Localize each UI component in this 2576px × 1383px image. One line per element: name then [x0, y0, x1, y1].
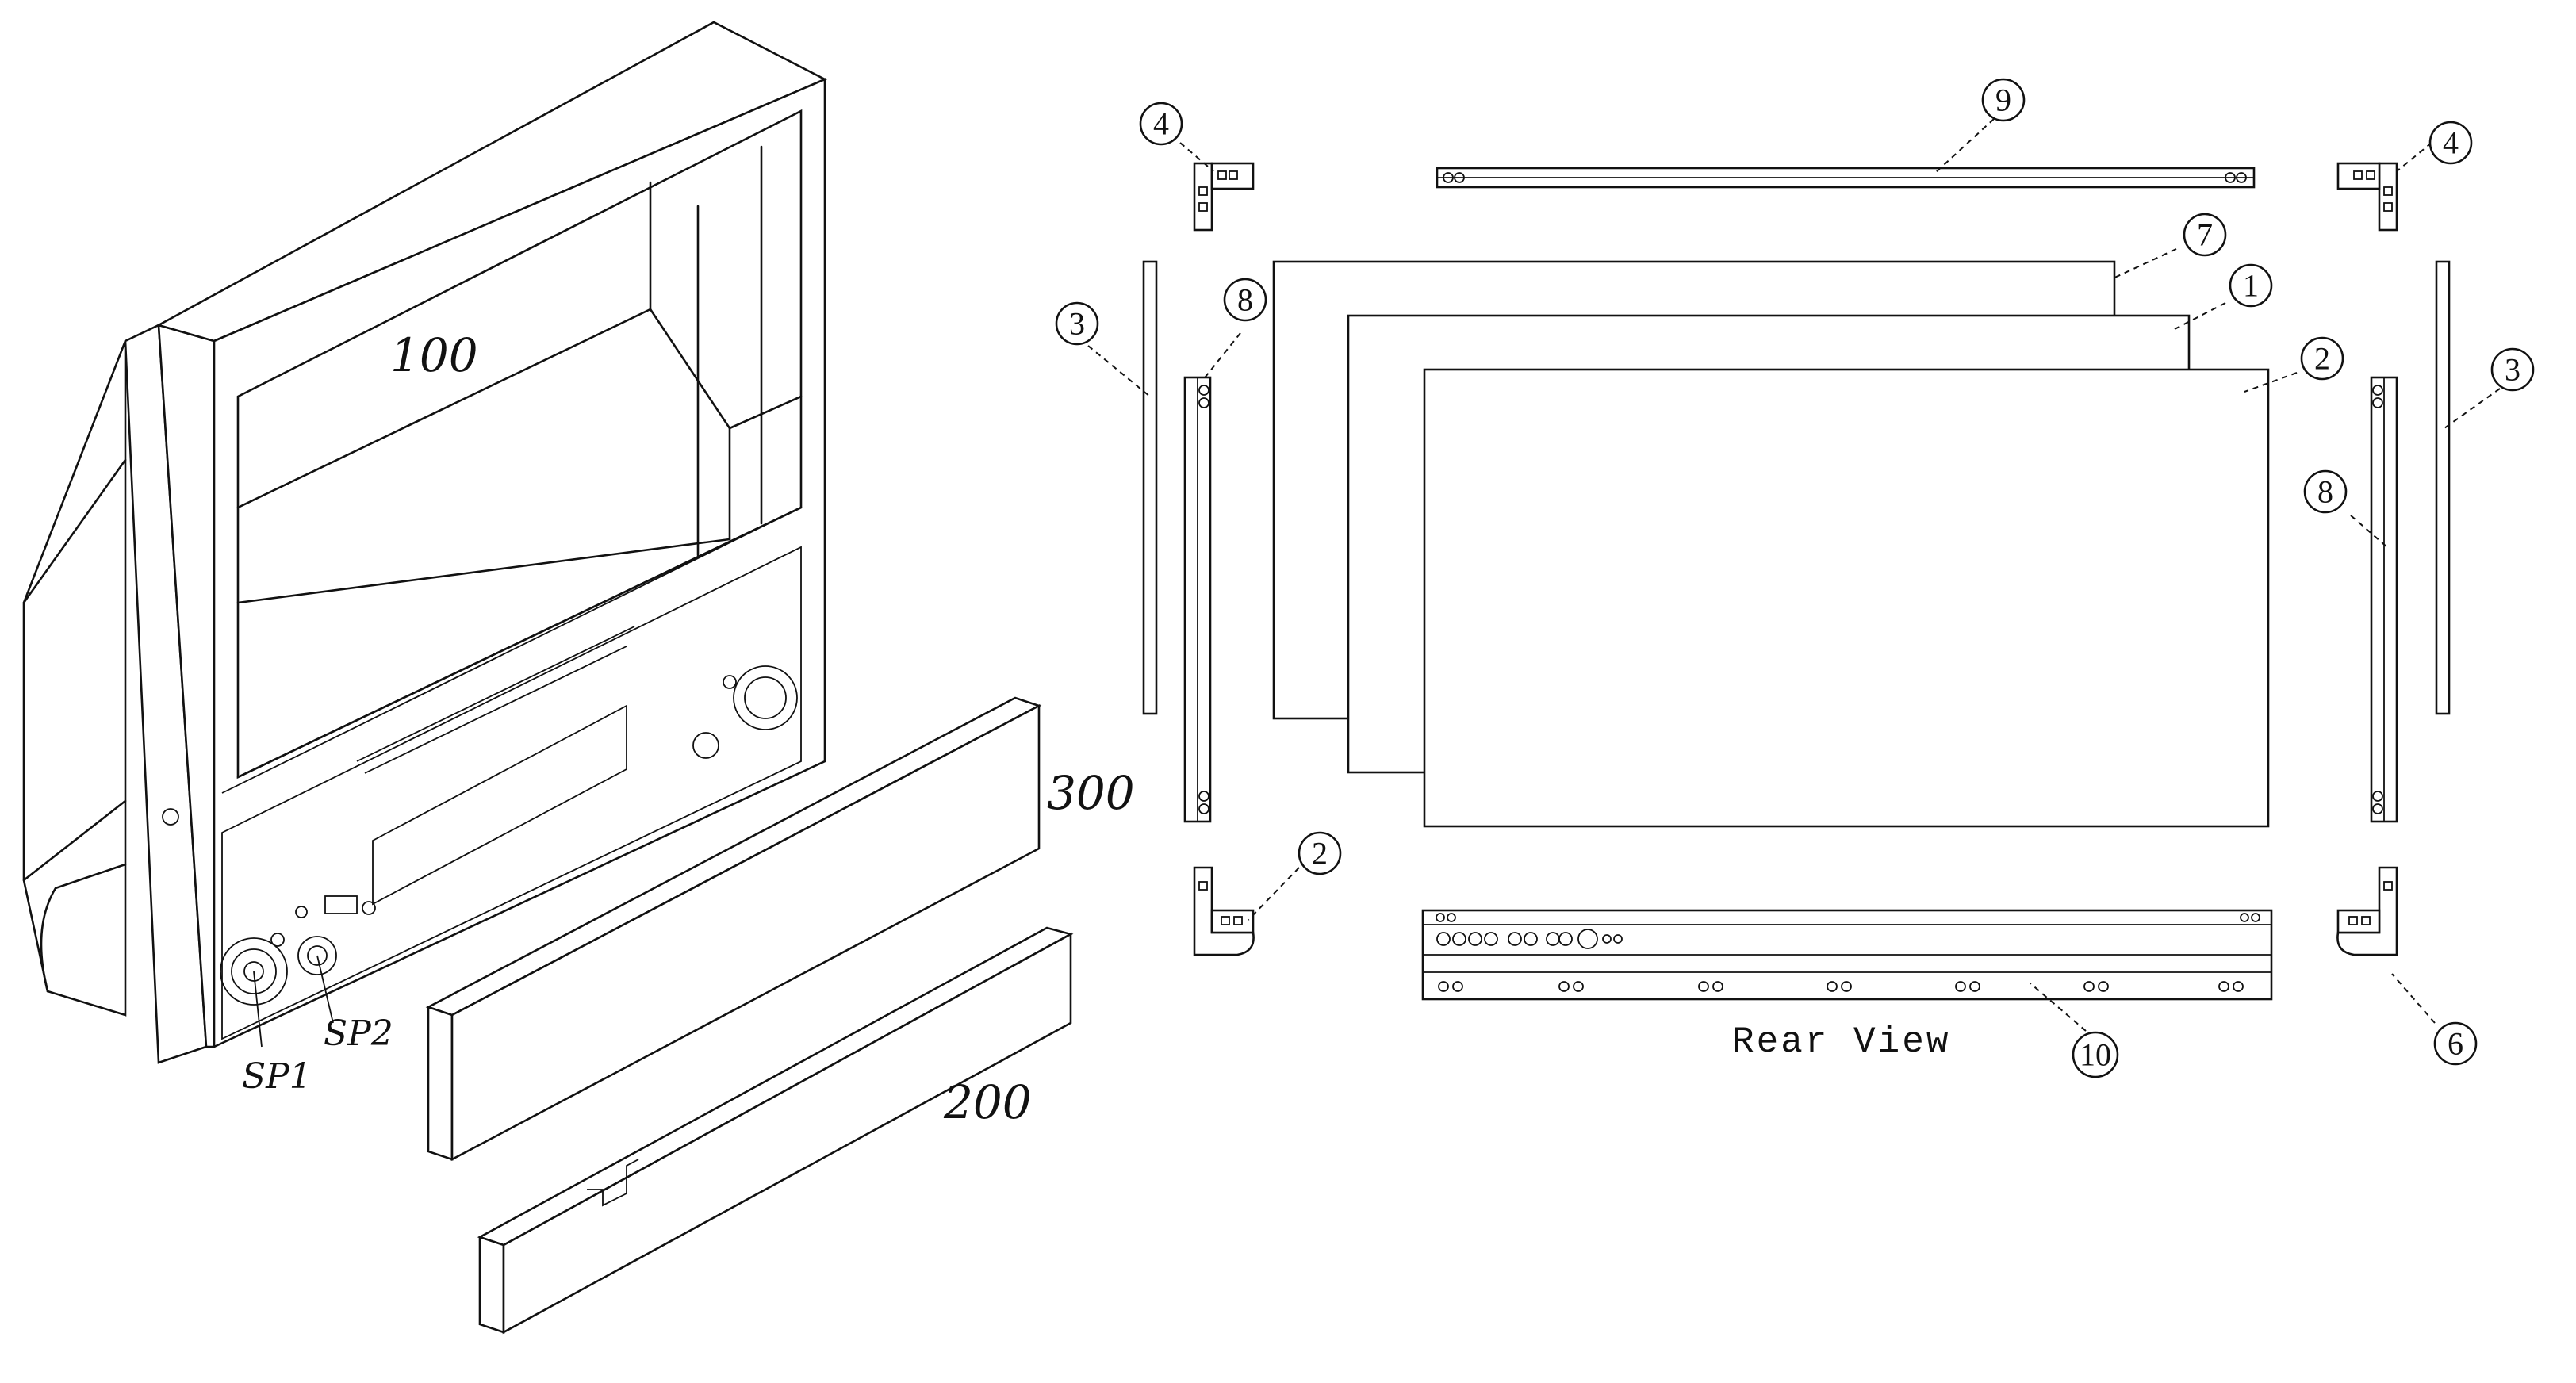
- callout-2-top: 2: [2300, 336, 2344, 381]
- svg-text:1: 1: [2243, 268, 2259, 304]
- svg-text:3: 3: [1069, 306, 1085, 342]
- corner-bracket-top-right: [2336, 162, 2398, 232]
- cabinet-label: 100: [390, 328, 478, 382]
- svg-text:8: 8: [1237, 282, 1253, 318]
- callout-3-right: 3: [2490, 347, 2535, 392]
- svg-text:6: 6: [2448, 1026, 2463, 1062]
- callout-10: 10: [2072, 1031, 2119, 1078]
- svg-text:7: 7: [2197, 217, 2213, 253]
- top-rail: [1436, 167, 2256, 189]
- bottom-rail: [1421, 909, 2273, 1001]
- side-strip-left: [1142, 260, 1158, 715]
- callout-8-right: 8: [2303, 469, 2348, 514]
- callout-6: 6: [2433, 1021, 2478, 1066]
- svg-text:8: 8: [2317, 474, 2333, 510]
- corner-bracket-bottom-left: [1193, 866, 1255, 956]
- upper-front-panel: [425, 696, 1042, 1162]
- callout-4-right: 4: [2428, 121, 2473, 165]
- speaker-2-label: SP2: [324, 1013, 393, 1054]
- svg-text:10: 10: [2080, 1037, 2111, 1073]
- lower-panel-label: 200: [943, 1075, 1032, 1129]
- callout-8-left: 8: [1223, 278, 1267, 322]
- tv-cabinet: [22, 21, 828, 1064]
- callout-7: 7: [2183, 213, 2227, 257]
- callout-4-left: 4: [1139, 102, 1183, 146]
- speaker-sp2: [297, 936, 337, 975]
- side-strip-right: [2435, 260, 2451, 715]
- svg-text:4: 4: [1153, 106, 1169, 142]
- callout-2-bottom: 2: [1298, 831, 1342, 875]
- corner-bracket-bottom-right: [2336, 866, 2398, 956]
- svg-text:3: 3: [2505, 352, 2520, 388]
- callout-leaders: [1087, 118, 2501, 1032]
- callout-3-left: 3: [1055, 301, 1099, 346]
- speaker-sp1: [220, 937, 288, 1006]
- speaker-upper: [692, 665, 798, 759]
- lower-front-panel: [477, 926, 1074, 1335]
- svg-text:2: 2: [2314, 341, 2330, 377]
- callout-1: 1: [2229, 263, 2273, 308]
- side-rail-left: [1183, 376, 1212, 823]
- screen-layer-2: [1423, 368, 2270, 828]
- callout-9: 9: [1981, 78, 2026, 122]
- side-rail-right: [2370, 376, 2398, 823]
- svg-text:4: 4: [2443, 125, 2459, 161]
- upper-panel-label: 300: [1047, 766, 1135, 820]
- rear-view-caption: Rear View: [1732, 1021, 1950, 1063]
- corner-bracket-top-left: [1193, 162, 1255, 232]
- speaker-1-label: SP1: [242, 1056, 312, 1097]
- svg-text:9: 9: [1995, 82, 2011, 118]
- svg-text:2: 2: [1312, 836, 1328, 872]
